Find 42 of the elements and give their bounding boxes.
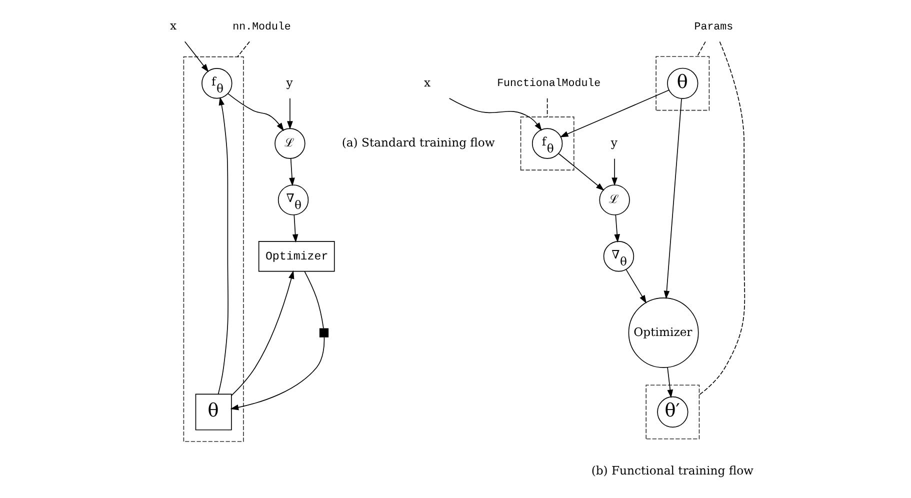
node-box: Optimizer <box>258 241 334 272</box>
arrow <box>184 41 208 72</box>
arrow <box>230 336 324 410</box>
arrow <box>292 214 298 243</box>
arrow <box>625 269 646 304</box>
arrow <box>230 270 294 396</box>
connector <box>236 41 250 58</box>
cluster <box>655 56 710 111</box>
arrow <box>286 98 292 130</box>
connector <box>698 41 745 396</box>
arrow <box>663 98 682 300</box>
node-text: y <box>286 75 292 90</box>
arrow <box>559 90 669 138</box>
node-text: x <box>424 75 430 90</box>
node-text: x <box>170 18 176 33</box>
arrow <box>227 93 284 132</box>
cluster <box>182 56 244 442</box>
label: (b) Functional training flow <box>590 463 753 478</box>
node-circle: ℒ <box>598 184 630 216</box>
arrow <box>611 158 617 186</box>
cluster <box>645 384 700 440</box>
arrow <box>666 366 673 398</box>
node-box <box>318 328 328 338</box>
arrow <box>288 158 294 186</box>
node-text: FunctionalModule <box>496 78 600 90</box>
arrow <box>558 153 604 191</box>
connector <box>304 271 324 329</box>
arrow <box>448 98 542 131</box>
node-circle: Optimizer <box>628 298 698 368</box>
node-text: y <box>610 136 617 150</box>
node-box: θ <box>194 394 232 430</box>
arrow <box>614 214 620 243</box>
connector <box>696 41 706 57</box>
arrow <box>217 96 228 395</box>
node-circle: θ′ <box>656 396 688 428</box>
cluster <box>520 116 574 170</box>
connector <box>546 98 548 118</box>
node-circle: ℒ <box>274 128 305 159</box>
label: (a) Standard training flow <box>341 136 494 150</box>
node-text: Params <box>694 21 733 34</box>
node-text: nn.Module <box>232 21 290 34</box>
node-circle: θ <box>666 68 698 99</box>
